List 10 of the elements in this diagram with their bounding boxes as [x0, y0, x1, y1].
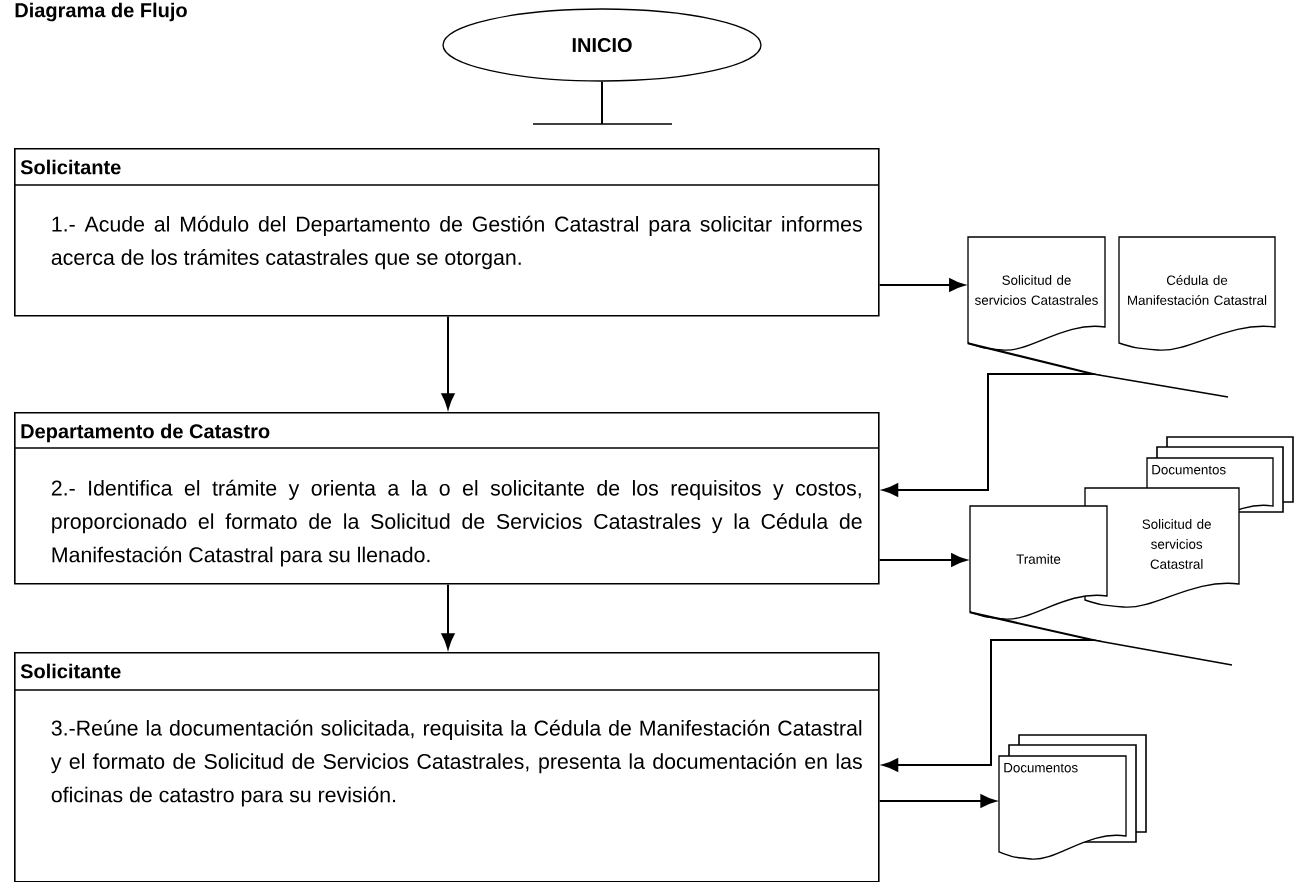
process-box: Departamento de Catastro 2.- Identifica el trámite y orienta a la o el solicitante de los requisitos y costos, proporcionado el formato de la Solicitud de Servicios Catastrales y la Cédula de Manifestación Catastral para su llenado. — [14, 412, 880, 585]
arrow — [878, 553, 967, 567]
process-box: Solicitante 3.-Reúne la documentación solicitada, requisita la Cédula de Manifestación Catastral y el formato de Solicitud de Servicios Catastrales, presenta la documentación en las oficinas de catastro para su revisión. — [14, 652, 880, 882]
arrow — [878, 794, 997, 808]
arrow — [441, 583, 455, 650]
arrow — [878, 278, 965, 292]
process-box: Solicitante 1.- Acude al Módulo del Departamento de Gestión Catastral para solicitar informes acerca de los trámites catastrales que se otorgan. — [14, 148, 880, 317]
arrow — [441, 315, 455, 410]
title: Diagrama de Flujo — [15, 2, 187, 22]
document-stack: Documentos — [998, 734, 1147, 860]
